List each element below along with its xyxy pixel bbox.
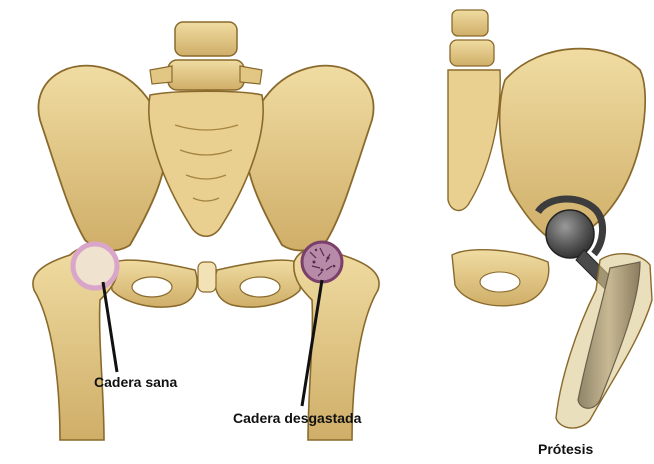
healthy-hip-leader: [103, 282, 117, 372]
pubic-symphysis: [198, 262, 216, 292]
right-ilium: [246, 66, 373, 251]
prosthesis-label: Prótesis: [538, 441, 593, 457]
pelvis-illustration: [33, 22, 379, 440]
healthy-hip-label: Cadera sana: [94, 374, 177, 390]
healthy-hip-joint: [73, 244, 117, 288]
worn-hip-label: Cadera desgastada: [233, 410, 361, 426]
left-ilium: [38, 66, 165, 251]
lumbar-vertebra: [150, 22, 262, 90]
prosthesis-illustration: [448, 10, 652, 428]
sacrum: [149, 91, 263, 236]
worn-hip-joint: [302, 242, 342, 282]
